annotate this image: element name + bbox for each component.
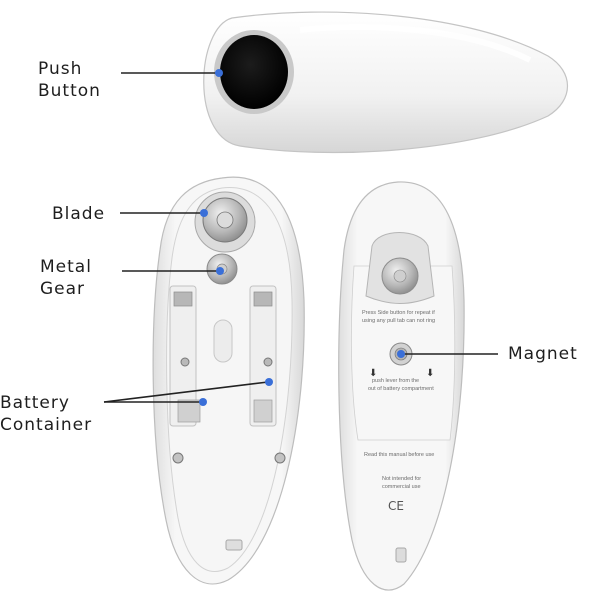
marker-battery-left [199,398,207,406]
label-battery-container: Battery Container [0,392,92,436]
battery-contact-right [253,291,273,307]
panel-text-6: Not intended for [382,476,421,482]
label-push-button-line2: Button [38,81,101,101]
battery-slot-right [249,285,277,427]
label-push-button: Push Button [38,58,101,102]
opener-top-highlight [299,24,532,63]
push-button [220,35,288,109]
battery-contact-left [173,291,193,307]
label-push-button-line1: Push [38,59,83,79]
marker-magnet [397,350,405,358]
marker-battery-right [265,378,273,386]
opener-open-back [152,176,305,585]
ce-mark: CE [388,499,404,513]
panel-text-7: commercial use [382,484,421,490]
opener-top-shell [203,11,569,154]
battery-strip-left [177,399,201,423]
leader-battery-right [103,381,269,403]
panel-text-4: out of battery compartment [368,386,434,392]
label-magnet: Magnet [508,343,578,365]
label-battery-line1: Battery [0,393,70,413]
open-back-inner-wall [166,187,293,572]
callout-leaders [103,69,498,406]
lever-disc-center [393,269,407,283]
label-blade-line1: Blade [52,204,106,224]
label-metal-gear-line2: Gear [40,279,86,299]
label-magnet-line1: Magnet [508,344,578,364]
marker-blade [200,209,208,217]
opener-closed-back: ⬇ ⬇ Press Side button for repeat if usin… [338,181,465,591]
panel-text-1: Press Side button for repeat if [362,310,435,316]
bottom-clip [395,547,407,563]
panel-text-2: using any pull tab can not ring [362,318,435,324]
blade-center [216,211,234,229]
label-metal-gear-line1: Metal [40,257,92,277]
label-blade: Blade [52,203,105,225]
screw-icon [263,357,273,367]
label-metal-gear: Metal Gear [40,256,92,300]
bottom-latch [225,539,243,551]
panel-text-5: Read this manual before use [364,452,434,458]
opener-top-view [203,11,569,154]
marker-metal-gear [216,267,224,275]
screw-icon [274,452,286,464]
arrow-down-icon: ⬇ [426,368,434,379]
panel-text-3: push lever from the [372,378,419,384]
battery-strip-right [253,399,273,423]
arrow-down-icon: ⬇ [369,368,377,379]
screw-icon [172,452,184,464]
center-cutout [213,319,233,363]
marker-push-button [215,69,223,77]
screw-icon [180,357,190,367]
label-battery-line2: Container [0,415,93,435]
